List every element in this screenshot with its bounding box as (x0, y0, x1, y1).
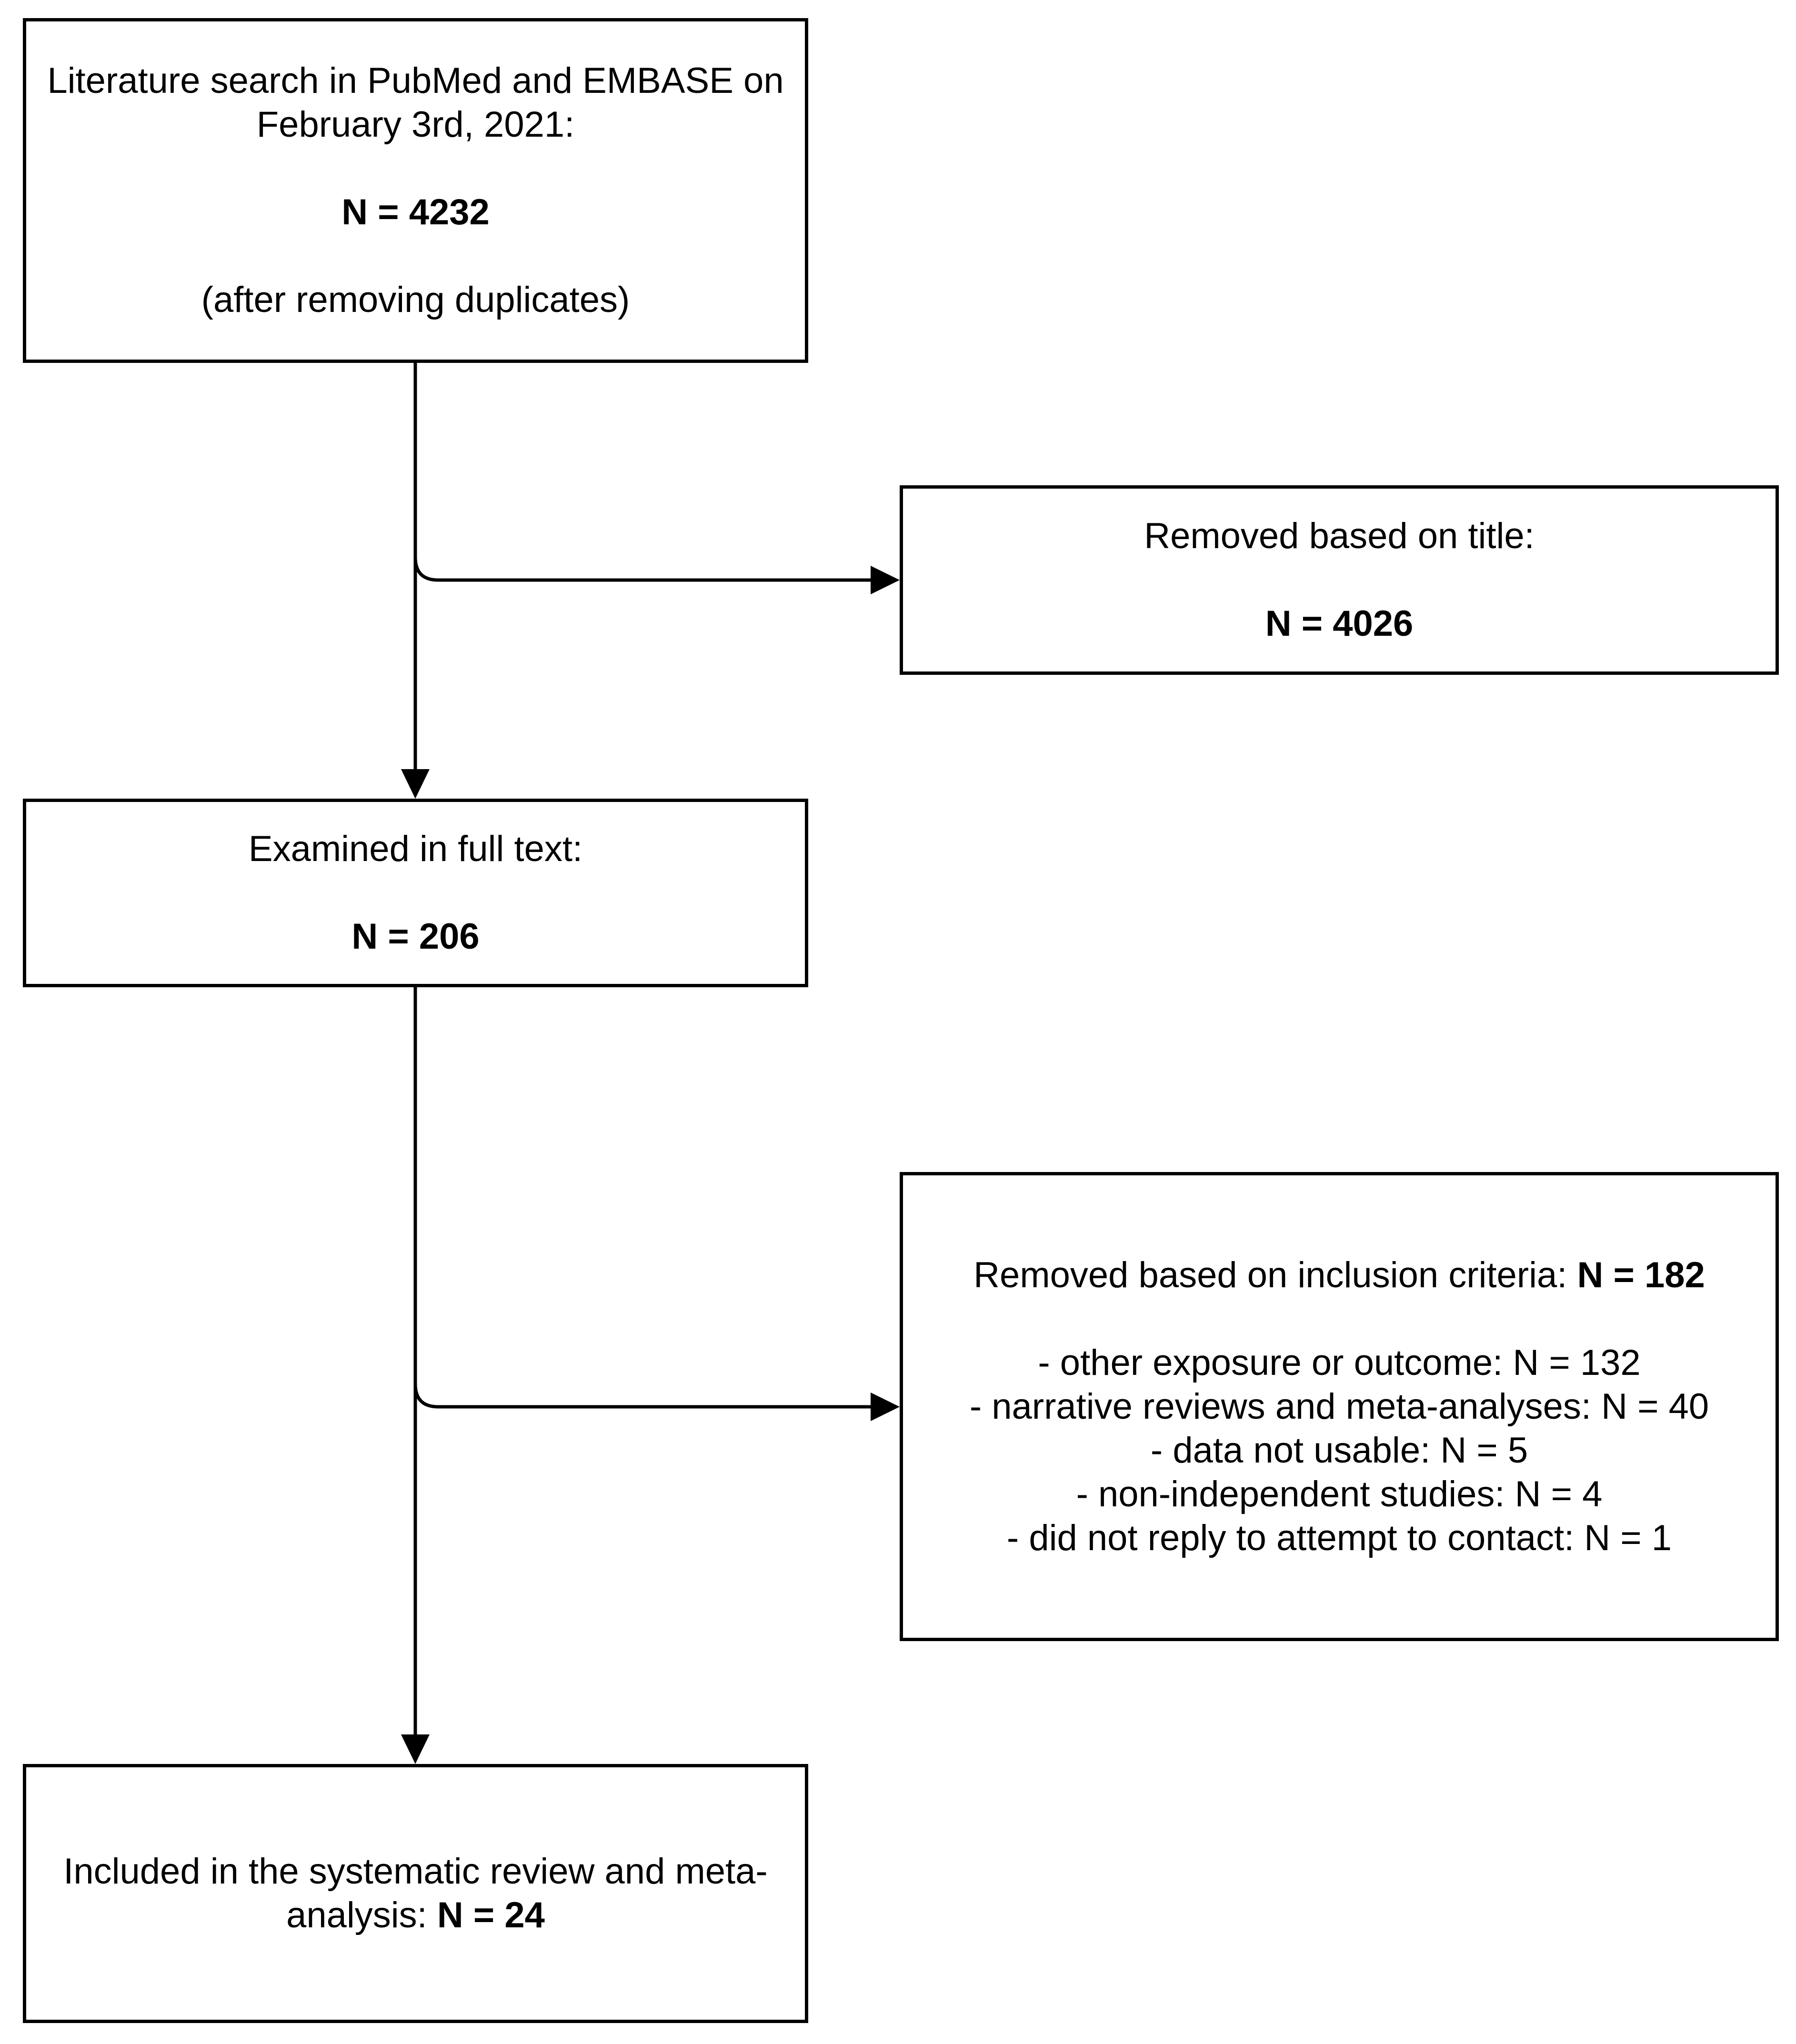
included-text-line1: Included in the systematic review and me… (63, 1851, 768, 1892)
arrow-to-removed-title (413, 557, 876, 582)
reason-item: - data not usable: N = 5 (1150, 1430, 1528, 1471)
reason-item: - narrative reviews and meta-analyses: N… (969, 1386, 1709, 1427)
reason-item: - non-independent studies: N = 4 (1076, 1473, 1603, 1514)
removed-criteria-heading: Removed based on inclusion criteria: N =… (973, 1253, 1705, 1297)
removed-title-count: N = 4026 (1265, 603, 1414, 644)
search-count: N = 4232 (341, 192, 490, 232)
arrowhead-down-fulltext (401, 769, 430, 799)
arrowhead-right-title (871, 566, 900, 594)
included-text-line2: analysis: (286, 1895, 437, 1935)
removed-criteria-count: N = 182 (1577, 1254, 1705, 1295)
removed-title-box: Removed based on title: N = 4026 (900, 485, 1779, 675)
search-text-line1: Literature search in PubMed and EMBASE o… (47, 60, 784, 101)
included-box: Included in the systematic review and me… (23, 1764, 808, 2023)
removed-criteria-box: Removed based on inclusion criteria: N =… (900, 1172, 1779, 1641)
included-count: N = 24 (437, 1895, 545, 1935)
arrow-to-removed-criteria (413, 1383, 876, 1409)
search-note: (after removing duplicates) (201, 280, 630, 320)
arrowhead-down-included (401, 1734, 430, 1764)
literature-search-box: Literature search in PubMed and EMBASE o… (23, 18, 808, 363)
removed-criteria-label: Removed based on inclusion criteria: (973, 1254, 1577, 1295)
arrowhead-right-criteria (871, 1393, 900, 1421)
removed-title-label: Removed based on title: (1144, 516, 1535, 556)
included-text-line2-wrap: analysis: N = 24 (286, 1894, 545, 1937)
full-text-label: Examined in full text: (248, 829, 583, 869)
reason-item: - other exposure or outcome: N = 132 (1038, 1342, 1641, 1383)
full-text-box: Examined in full text: N = 206 (23, 799, 808, 987)
search-text-line2: February 3rd, 2021: (256, 104, 575, 145)
reason-item: - did not reply to attempt to contact: N… (1006, 1517, 1672, 1558)
full-text-count: N = 206 (351, 916, 480, 957)
